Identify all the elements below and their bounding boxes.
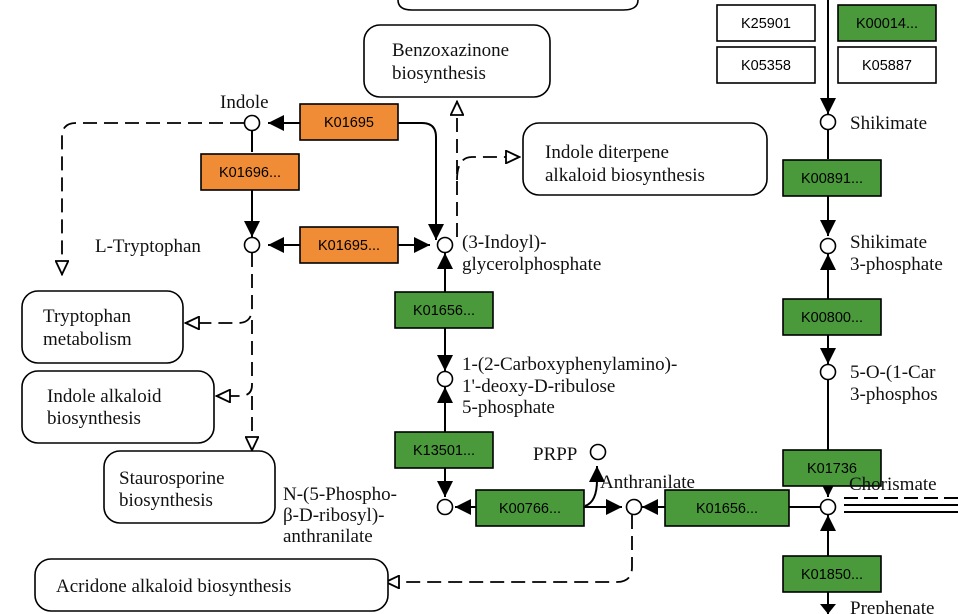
map-label: Acridone alkaloid biosynthesis: [56, 576, 291, 597]
label-pra: N-(5-Phospho-: [283, 484, 397, 505]
map-box-indole-diterpene[interactable]: Indole diterpene alkaloid biosynthesis: [522, 122, 768, 196]
map-label: Indole alkaloid: [47, 386, 162, 407]
enzyme-k00766[interactable]: K00766...: [475, 489, 585, 527]
enzyme-label: K01695...: [318, 238, 380, 254]
compound-pra[interactable]: [436, 498, 454, 516]
enzyme-k13501[interactable]: K13501...: [394, 431, 494, 469]
enzyme-box[interactable]: [475, 489, 585, 527]
enzyme-k01736[interactable]: K01736: [782, 449, 882, 487]
enzyme-label: K01656...: [413, 303, 475, 319]
enzyme-box[interactable]: [200, 153, 300, 191]
map-box-indole-alkaloid[interactable]: Indole alkaloid biosynthesis: [21, 370, 215, 444]
enzyme-box[interactable]: [299, 103, 399, 141]
label-cdrp: 5-phosphate: [462, 397, 555, 418]
enzyme-k01656-a[interactable]: K01656...: [394, 291, 494, 329]
enzyme-k01656-b[interactable]: K01656...: [664, 489, 790, 527]
enzyme-box[interactable]: [394, 291, 494, 329]
compound-cdrp[interactable]: [436, 370, 454, 388]
enzyme-box[interactable]: [782, 298, 882, 336]
map-links: [62, 101, 633, 582]
enzyme-label: K00766...: [499, 501, 561, 517]
label-igp: (3-Indoyl)-: [462, 232, 546, 253]
enzyme-label: K13501...: [413, 443, 475, 459]
enzyme-k00014[interactable]: K00014...: [837, 4, 937, 42]
enzyme-k01695-mid[interactable]: K01695...: [299, 226, 399, 264]
enzyme-k25901[interactable]: K25901: [716, 4, 816, 42]
enzyme-k00800[interactable]: K00800...: [782, 298, 882, 336]
compound-labels: Indole L-Tryptophan (3-Indoyl)- glycerol…: [95, 92, 943, 614]
map-box-staurosporine[interactable]: Staurosporine biosynthesis: [103, 450, 276, 524]
map-box-benzoxazinone[interactable]: Benzoxazinone biosynthesis: [363, 24, 551, 98]
enzyme-box[interactable]: [716, 4, 816, 42]
compound-anthranilate[interactable]: [625, 498, 643, 516]
map-label: Indole diterpene: [545, 142, 669, 163]
label-prephenate: Prephenate: [850, 598, 934, 614]
label-s3p: 3-phosphate: [850, 254, 943, 275]
compound-prpp[interactable]: [589, 443, 607, 461]
enzyme-box[interactable]: [782, 159, 882, 197]
map-box-acridone[interactable]: Acridone alkaloid biosynthesis: [34, 558, 389, 612]
map-label: biosynthesis: [47, 408, 141, 429]
enzyme-k05358[interactable]: K05358: [716, 46, 816, 84]
label-anthranilate: Anthranilate: [600, 472, 695, 493]
enzyme-k01696[interactable]: K01696...: [200, 153, 300, 191]
enzyme-k01850[interactable]: K01850...: [782, 555, 882, 593]
label-shikimate: Shikimate: [850, 113, 927, 134]
enzyme-box[interactable]: [716, 46, 816, 84]
map-label: biosynthesis: [119, 490, 213, 511]
compound-epsp[interactable]: [819, 363, 837, 381]
enzyme-k05887[interactable]: K05887: [837, 46, 937, 84]
enzyme-label: K01696...: [219, 165, 281, 181]
enzyme-box[interactable]: [782, 555, 882, 593]
compound-igp[interactable]: [436, 236, 454, 254]
label-cdrp: 1'-deoxy-D-ribulose: [462, 376, 615, 397]
label-pra: β-D-ribosyl)-: [283, 505, 384, 526]
enzyme-label: K01736: [807, 461, 857, 477]
map-label: Staurosporine: [119, 468, 225, 489]
enzyme-label: K01695: [324, 115, 374, 131]
enzyme-label: K01850...: [801, 567, 863, 583]
enzyme-label: K05887: [862, 58, 912, 74]
enzyme-label: K05358: [741, 58, 791, 74]
compound-shikimate[interactable]: [819, 113, 837, 131]
label-s3p: Shikimate: [850, 232, 927, 253]
compound-indole[interactable]: [243, 114, 261, 132]
enzyme-box[interactable]: [837, 4, 937, 42]
map-label: Benzoxazinone: [392, 40, 509, 61]
enzyme-box[interactable]: [394, 431, 494, 469]
map-box-tryptophan-metabolism[interactable]: Tryptophan metabolism: [21, 290, 184, 364]
label-igp: glycerolphosphate: [462, 254, 601, 275]
label-pra: anthranilate: [283, 526, 373, 547]
enzyme-label: K01656...: [696, 501, 758, 517]
enzyme-box[interactable]: [837, 46, 937, 84]
enzyme-box[interactable]: [782, 449, 882, 487]
enzyme-k01695-top[interactable]: K01695: [299, 103, 399, 141]
label-epsp: 5-O-(1-Car: [850, 362, 936, 383]
prephenate-arrow: [820, 604, 836, 614]
map-label: metabolism: [43, 329, 132, 350]
enzyme-label: K00014...: [856, 16, 918, 32]
map-box-top-partial[interactable]: [397, 0, 639, 11]
label-epsp: 3-phosphos: [850, 384, 938, 405]
enzyme-label: K25901: [741, 16, 791, 32]
enzyme-box[interactable]: [299, 226, 399, 264]
enzyme-box[interactable]: [664, 489, 790, 527]
map-label: Tryptophan: [43, 306, 131, 327]
label-prpp: PRPP: [533, 444, 577, 465]
compound-s3p[interactable]: [819, 237, 837, 255]
label-tryptophan: L-Tryptophan: [95, 236, 201, 257]
enzyme-k00891[interactable]: K00891...: [782, 159, 882, 197]
enzyme-label: K00800...: [801, 310, 863, 326]
compound-chorismate[interactable]: [819, 498, 837, 516]
map-label: alkaloid biosynthesis: [545, 165, 705, 186]
compound-nodes: [243, 113, 837, 516]
label-cdrp: 1-(2-Carboxyphenylamino)-: [462, 354, 677, 375]
map-label: biosynthesis: [392, 63, 486, 84]
label-indole: Indole: [220, 92, 269, 113]
compound-tryptophan[interactable]: [243, 236, 261, 254]
label-chorismate: Chorismate: [849, 474, 937, 495]
enzyme-label: K00891...: [801, 171, 863, 187]
